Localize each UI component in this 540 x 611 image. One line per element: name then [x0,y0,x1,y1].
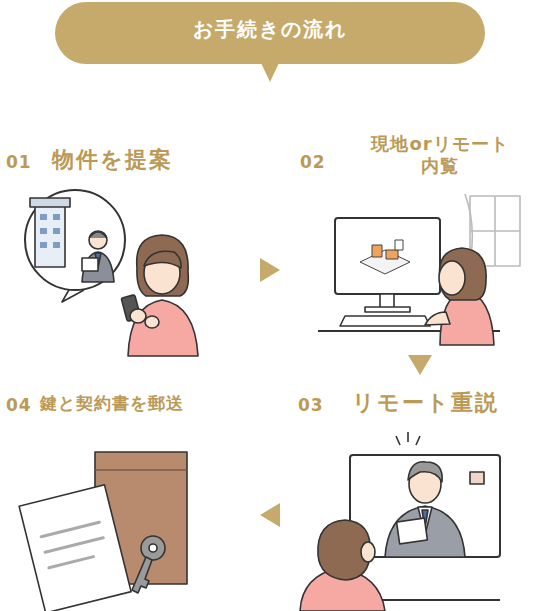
arrow-head [408,355,432,375]
title-text: お手続きの流れ [55,16,485,43]
step-label: 現地orリモート 内覧 [365,133,515,176]
title-pill [55,2,485,64]
step-group: 01 物件を提案 [0,140,250,365]
step-group: 02 現地orリモート 内覧 [290,130,540,345]
proposal-illustration [25,190,198,356]
step-number: 03 [298,395,324,415]
remote-explanation-illustration [300,432,500,611]
mail-illustration [19,452,187,611]
flow-arrow [260,258,280,282]
step-number: 02 [300,152,326,172]
step-number: 04 [6,395,32,415]
flow-arrow [408,355,432,375]
step-label: 鍵と契約書を郵送 [40,393,184,413]
step-label: リモート重説 [352,390,499,416]
step-label: 物件を提案 [52,147,173,173]
arrow-head [260,503,280,527]
flow-arrow [260,503,280,527]
viewing-illustration [318,194,520,345]
arrow-head [260,258,280,282]
title-pointer [261,63,279,82]
step-group: 03 リモート重説 [290,385,540,611]
step-group: 04 鍵と契約書を郵送 [0,385,250,611]
step-number: 01 [6,152,32,172]
